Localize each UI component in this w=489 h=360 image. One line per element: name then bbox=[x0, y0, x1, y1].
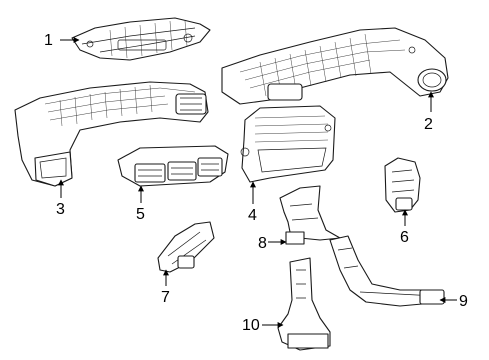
part-4-vent-housing bbox=[240, 105, 336, 183]
callout-8: 8 bbox=[258, 235, 287, 252]
part-5-register bbox=[117, 145, 229, 187]
callout-number-8: 8 bbox=[258, 235, 267, 252]
callout-number-5: 5 bbox=[136, 206, 145, 223]
callout-number-6: 6 bbox=[400, 229, 409, 246]
callout-number-10: 10 bbox=[242, 317, 260, 334]
part-3-center-duct bbox=[14, 81, 209, 187]
callout-number-7: 7 bbox=[161, 289, 170, 306]
callout-10: 10 bbox=[242, 317, 284, 334]
part-7-rear-duct bbox=[157, 221, 215, 273]
part-6-bracket bbox=[384, 157, 421, 213]
callout-number-4: 4 bbox=[248, 207, 257, 224]
callout-2: 2 bbox=[424, 91, 434, 133]
callout-5: 5 bbox=[136, 185, 145, 223]
callout-number-1: 1 bbox=[44, 32, 53, 49]
part-2-side-duct bbox=[221, 27, 449, 105]
callout-7: 7 bbox=[161, 269, 170, 306]
part-8-floor-duct bbox=[279, 185, 341, 245]
callout-1: 1 bbox=[44, 32, 80, 49]
callout-number-2: 2 bbox=[424, 116, 433, 133]
part-10-floor-duct-extension bbox=[277, 257, 331, 351]
callout-4: 4 bbox=[248, 181, 257, 224]
callout-6: 6 bbox=[400, 209, 409, 246]
callout-3: 3 bbox=[56, 179, 65, 218]
callout-9: 9 bbox=[439, 293, 468, 310]
part-9-rear-floor-duct bbox=[329, 235, 445, 307]
callout-number-9: 9 bbox=[459, 293, 468, 310]
part-1-defroster-duct bbox=[71, 17, 211, 61]
callout-number-3: 3 bbox=[56, 201, 65, 218]
